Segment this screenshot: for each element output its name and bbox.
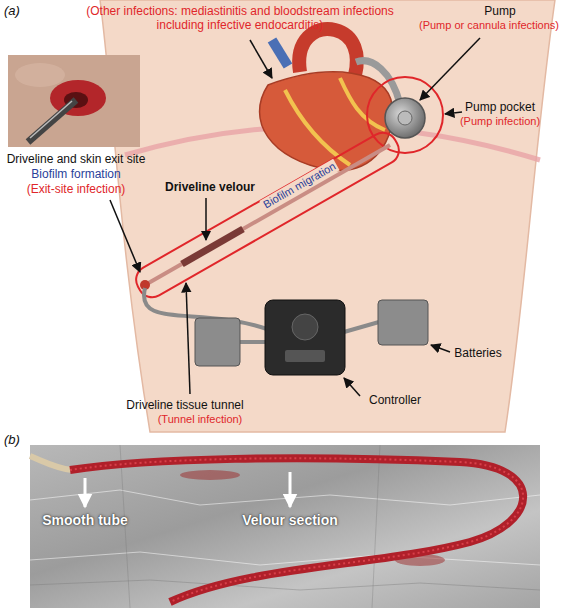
panel-letter: (a): [4, 3, 20, 19]
part-name: Pump: [484, 4, 515, 18]
infection-note: (Other infections: mediastinitis and blo…: [80, 4, 400, 33]
aorta: [299, 29, 357, 75]
controller-display: [285, 350, 325, 362]
biofilm-note: Biofilm migration: [260, 159, 341, 213]
part-name: Driveline velour: [165, 180, 255, 194]
pulmonary-artery: [272, 40, 288, 66]
leader-arrow: [205, 198, 207, 240]
photo-driveline: [28, 100, 76, 142]
biofilm-note: Biofilm formation: [31, 167, 120, 181]
tunnel-outline: [131, 128, 404, 303]
velour-texture: [70, 458, 523, 602]
infection-note: (Tunnel infection): [158, 413, 243, 426]
leader-arrow: [420, 38, 480, 100]
infection-note: (Exit-site infection): [27, 182, 126, 196]
photo-label: Velour section: [242, 512, 338, 529]
skin-texture: [15, 63, 65, 87]
leader-arrow: [344, 378, 360, 396]
part-name: Driveline and skin exit site: [7, 152, 146, 166]
pump-hub: [398, 111, 412, 125]
foil-crinkle: [30, 580, 540, 590]
part-name: Batteries: [454, 346, 501, 360]
velour-tube: [70, 458, 523, 602]
inset-photo: [8, 55, 140, 147]
photo-arrow: [84, 478, 87, 507]
smooth-tube: [30, 456, 72, 470]
leader-arrow: [445, 112, 462, 114]
blood-smear: [180, 470, 240, 480]
coronary-fat: [285, 90, 350, 165]
part-name: Controller: [369, 393, 421, 407]
foil-photo: [30, 445, 540, 608]
battery: [378, 300, 428, 345]
infection-note: (Pump or cannula infections): [419, 19, 559, 32]
controller-grill: [292, 314, 318, 340]
torso: [100, 0, 555, 432]
cable: [240, 340, 266, 344]
wound: [50, 80, 106, 116]
infection-note: (Pump infection): [460, 115, 540, 128]
controller: [265, 300, 345, 375]
driveline: [145, 145, 390, 285]
photo-label: Smooth tube: [42, 512, 128, 529]
part-name: Driveline tissue tunnel: [126, 398, 243, 412]
outflow-graft: [356, 61, 400, 104]
leader-arrow: [186, 283, 190, 394]
foil-crinkle: [30, 552, 540, 565]
foil-crinkle: [30, 490, 540, 505]
coronary-fat: [340, 78, 385, 130]
driveline-velour: [182, 229, 243, 264]
leader-arrow: [110, 200, 140, 272]
photo-highlight: [30, 101, 72, 138]
battery: [195, 318, 240, 366]
part-name: Pump pocket: [465, 100, 535, 114]
cable: [344, 322, 379, 332]
pump: [385, 98, 425, 138]
photo-arrow: [289, 472, 292, 507]
leader-arrow: [431, 345, 450, 352]
panel-letter: (b): [4, 432, 20, 448]
leader-arrow: [250, 40, 272, 78]
foil-crinkle: [120, 445, 380, 608]
